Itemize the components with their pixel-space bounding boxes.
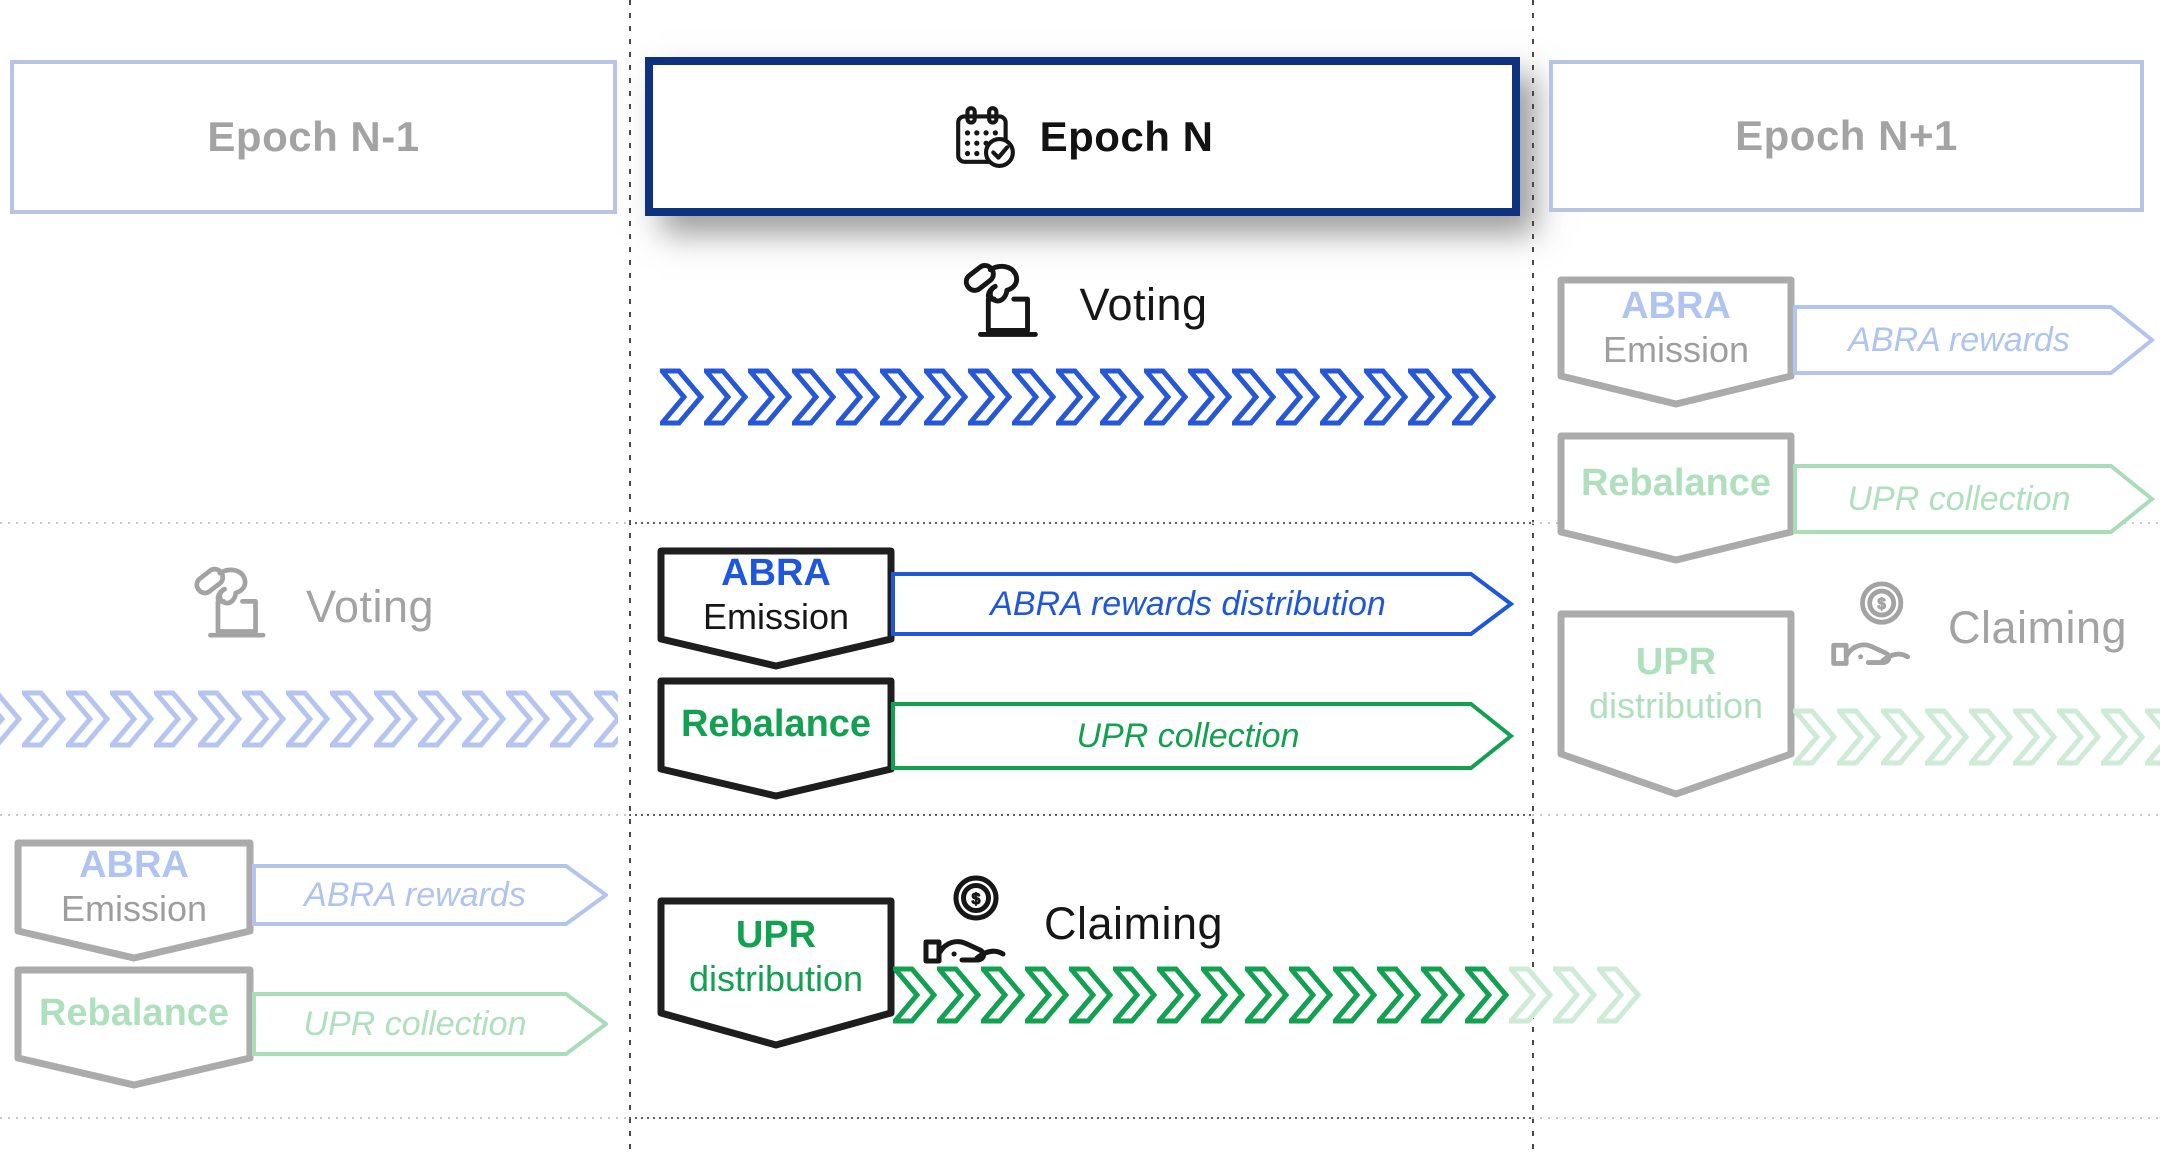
abra-badge-line2: Emission — [60, 888, 208, 930]
rebalance-badge-label: Rebalance — [680, 703, 872, 746]
svg-text:$: $ — [1877, 596, 1886, 613]
ballot-hand-icon — [186, 560, 280, 654]
abra-rewards-arrow-label: ABRA rewards — [304, 875, 526, 914]
abra-badge-line1: ABRA — [721, 552, 831, 595]
abra-badge-line1: ABRA — [79, 844, 189, 887]
upr-collection-arrow-current: UPR collection — [891, 702, 1515, 770]
upr-distribution-badge-next: UPR distribution — [1557, 610, 1795, 798]
abra-rewards-arrow-prev: ABRA rewards — [252, 864, 608, 926]
upr-collection-arrow-label: UPR collection — [1076, 716, 1300, 755]
claiming-chevrons-current — [893, 966, 1645, 1024]
abra-rewards-arrow-current: ABRA rewards distribution — [891, 572, 1515, 636]
claiming-label-next: Claiming — [1948, 602, 2128, 653]
row-divider-2-left — [0, 814, 629, 816]
abra-emission-badge-next: ABRA Emission — [1557, 276, 1795, 408]
upr-collection-arrow-next: UPR collection — [1793, 464, 2155, 534]
claiming-phase-next: $ Claiming — [1826, 578, 2127, 678]
claiming-label-current: Claiming — [1044, 898, 1224, 949]
abra-rewards-arrow-next: ABRA rewards — [1793, 305, 2155, 375]
column-divider-left — [629, 0, 631, 1154]
rebalance-badge-prev: Rebalance — [14, 966, 254, 1090]
voting-chevrons-prev — [0, 690, 618, 748]
upr-badge-line2: distribution — [1588, 685, 1764, 727]
upr-distribution-badge-current: UPR distribution — [657, 897, 895, 1049]
epoch-current-label: Epoch N — [1039, 112, 1214, 160]
rebalance-badge-current: Rebalance — [657, 677, 895, 801]
upr-collection-arrow-prev: UPR collection — [252, 992, 608, 1056]
rebalance-badge-next: Rebalance — [1557, 432, 1795, 564]
claiming-phase-current: $ Claiming — [918, 872, 1223, 976]
voting-chevrons-current — [660, 368, 1504, 426]
epoch-prev-label: Epoch N-1 — [207, 113, 420, 160]
voting-phase-current: Voting — [630, 256, 1533, 354]
row-divider-1-left — [0, 522, 629, 524]
rebalance-badge-label: Rebalance — [1580, 462, 1772, 505]
coin-hand-icon: $ — [1826, 578, 1922, 678]
row-divider-3-right — [1532, 1117, 2160, 1119]
epoch-next-label: Epoch N+1 — [1735, 112, 1958, 159]
voting-label-current: Voting — [1079, 279, 1208, 330]
row-divider-1-mid — [629, 522, 1532, 524]
claiming-chevrons-next — [1793, 708, 2160, 766]
epoch-current-header: Epoch N — [645, 57, 1520, 216]
voting-phase-prev: Voting — [0, 560, 620, 654]
upr-collection-arrow-label: UPR collection — [303, 1004, 527, 1043]
column-divider-right — [1532, 0, 1534, 1154]
upr-badge-line2: distribution — [688, 958, 864, 1000]
epoch-next-header: Epoch N+1 — [1549, 60, 2144, 212]
abra-emission-badge-prev: ABRA Emission — [14, 839, 254, 963]
abra-rewards-arrow-label: ABRA rewards — [1848, 320, 2070, 359]
upr-badge-line1: UPR — [1635, 641, 1717, 684]
row-divider-3-mid — [629, 1117, 1532, 1119]
ballot-hand-icon — [955, 256, 1053, 354]
row-divider-2-right — [1532, 814, 2160, 816]
row-divider-3-left — [0, 1117, 629, 1119]
abra-rewards-arrow-label: ABRA rewards distribution — [990, 584, 1386, 623]
upr-badge-line1: UPR — [735, 914, 817, 957]
epoch-prev-header: Epoch N-1 — [10, 60, 617, 214]
voting-label-prev: Voting — [305, 581, 435, 632]
abra-badge-line1: ABRA — [1621, 285, 1731, 328]
abra-emission-badge-current: ABRA Emission — [657, 547, 895, 671]
abra-badge-line2: Emission — [1602, 329, 1750, 371]
coin-hand-icon: $ — [918, 872, 1018, 976]
abra-badge-line2: Emission — [702, 596, 850, 638]
calendar-check-icon — [952, 104, 1018, 170]
rebalance-badge-label: Rebalance — [38, 992, 230, 1035]
row-divider-2-mid — [629, 814, 1532, 816]
upr-collection-arrow-label: UPR collection — [1847, 479, 2071, 518]
svg-text:$: $ — [972, 891, 981, 908]
